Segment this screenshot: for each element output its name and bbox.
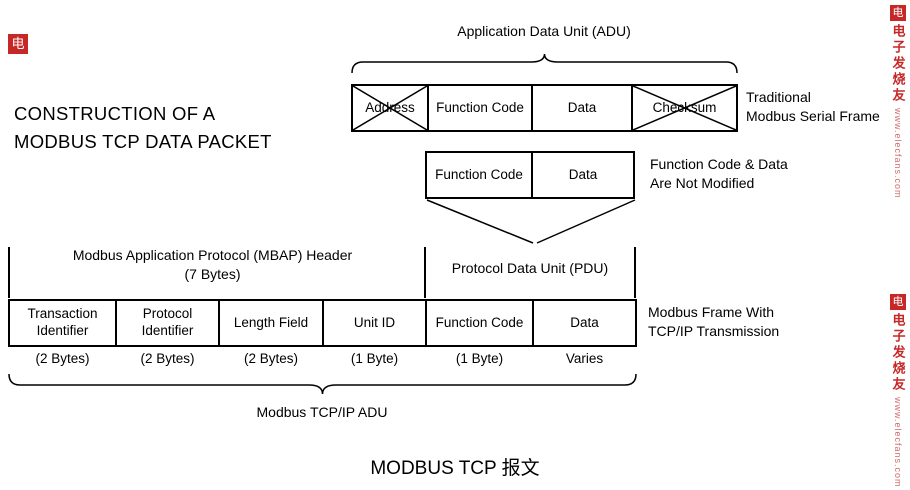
pdu-cell-data: Data <box>533 153 633 197</box>
mbap-header-label-line2: (7 Bytes) <box>184 265 241 282</box>
serial-cell-label: Address <box>365 99 415 115</box>
serial-frame-caption-line1: Traditional <box>746 89 811 105</box>
byte-size: (2 Bytes) <box>243 351 298 366</box>
tcp-cell-label: Unit ID <box>353 314 396 330</box>
watermark-url: www.elecfans.com <box>893 108 903 199</box>
byte-size: (1 Byte) <box>350 351 399 366</box>
tcp-cell-data: Data <box>534 301 635 345</box>
elecfans-logo-square-small: 电 <box>890 5 906 21</box>
elecfans-logo-square: 电 <box>8 34 28 54</box>
pdu-cell-label: Data <box>568 166 598 182</box>
watermark-brand: 电子发烧友 <box>890 313 906 394</box>
page-title: CONSTRUCTION OF A MODBUS TCP DATA PACKET <box>14 100 272 156</box>
tcp-cell-label: Length Field <box>233 314 309 330</box>
watermark-bottom: 电 电子发烧友 www.elecfans.com <box>887 294 909 488</box>
tcp-adu-underbrace <box>8 373 637 395</box>
tcp-cell-label: Transaction Identifier <box>27 306 98 338</box>
cross-out-icon <box>353 86 427 130</box>
page-title-line1: CONSTRUCTION OF A <box>14 103 216 124</box>
serial-cell-function-code: Function Code <box>429 86 533 130</box>
tcp-cell-function-code: Function Code <box>427 301 534 345</box>
section-divider-right <box>634 247 636 298</box>
adu-overbrace <box>351 53 738 74</box>
section-divider-middle <box>424 247 426 298</box>
pdu-cell-label: Function Code <box>435 166 523 182</box>
pdu-frame-caption: Function Code & Data Are Not Modified <box>650 155 788 193</box>
cross-out-icon <box>633 86 736 130</box>
serial-frame-caption: Traditional Modbus Serial Frame <box>746 88 880 126</box>
mbap-header-label-line1: Modbus Application Protocol (MBAP) Heade… <box>72 247 353 263</box>
bottom-title: MODBUS TCP 报文 <box>370 458 540 479</box>
serial-frame-row: Address Function Code Data Checksum <box>351 84 738 132</box>
pdu-frame-row: Function Code Data <box>425 151 635 199</box>
watermark-url: www.elecfans.com <box>893 397 903 488</box>
tcp-frame-row: Transaction Identifier Protocol Identifi… <box>8 299 637 347</box>
serial-cell-label: Function Code <box>436 99 524 115</box>
serial-cell-address: Address <box>353 86 429 130</box>
page-title-line2: MODBUS TCP DATA PACKET <box>14 131 272 152</box>
byte-size: (2 Bytes) <box>140 351 195 366</box>
funnel-arrow <box>426 199 636 244</box>
serial-cell-label: Checksum <box>652 99 717 115</box>
tcp-cell-label: Function Code <box>435 314 524 330</box>
tcp-cell-protocol-identifier: Protocol Identifier <box>117 301 220 345</box>
serial-cell-checksum: Checksum <box>633 86 736 130</box>
tcp-cell-transaction-identifier: Transaction Identifier <box>10 301 117 345</box>
watermark-brand: 电子发烧友 <box>890 24 906 104</box>
serial-cell-data: Data <box>533 86 633 130</box>
watermark-top: 电 电子发烧友 www.elecfans.com <box>887 5 909 199</box>
tcp-frame-caption-line1: Modbus Frame With <box>648 304 775 320</box>
tcp-cell-unit-id: Unit ID <box>324 301 427 345</box>
adu-label: Application Data Unit (ADU) <box>457 23 631 39</box>
tcp-cell-length-field: Length Field <box>220 301 324 345</box>
tcp-cell-label: Data <box>570 314 599 330</box>
byte-size: Varies <box>565 351 604 366</box>
serial-cell-label: Data <box>567 99 597 115</box>
pdu-cell-function-code: Function Code <box>427 153 533 197</box>
tcp-frame-caption-line2: TCP/IP Transmission <box>648 322 780 339</box>
elecfans-logo-square-small: 电 <box>890 294 906 311</box>
pdu-frame-caption-line1: Function Code & Data <box>650 156 788 172</box>
byte-size: (2 Bytes) <box>35 351 90 366</box>
byte-size: (1 Byte) <box>455 351 504 366</box>
mbap-header-label: Modbus Application Protocol (MBAP) Heade… <box>10 246 415 284</box>
pdu-frame-caption-line2: Are Not Modified <box>650 174 755 191</box>
section-divider-left <box>8 247 10 298</box>
tcp-cell-label: Protocol Identifier <box>141 306 194 338</box>
tcp-frame-caption: Modbus Frame With TCP/IP Transmission <box>648 303 779 341</box>
byte-size-row: (2 Bytes) (2 Bytes) (2 Bytes) (1 Byte) (… <box>8 349 639 371</box>
tcp-adu-label: Modbus TCP/IP ADU <box>256 404 388 420</box>
pdu-section-label: Protocol Data Unit (PDU) <box>451 260 609 276</box>
serial-frame-caption-line2: Modbus Serial Frame <box>746 107 880 124</box>
